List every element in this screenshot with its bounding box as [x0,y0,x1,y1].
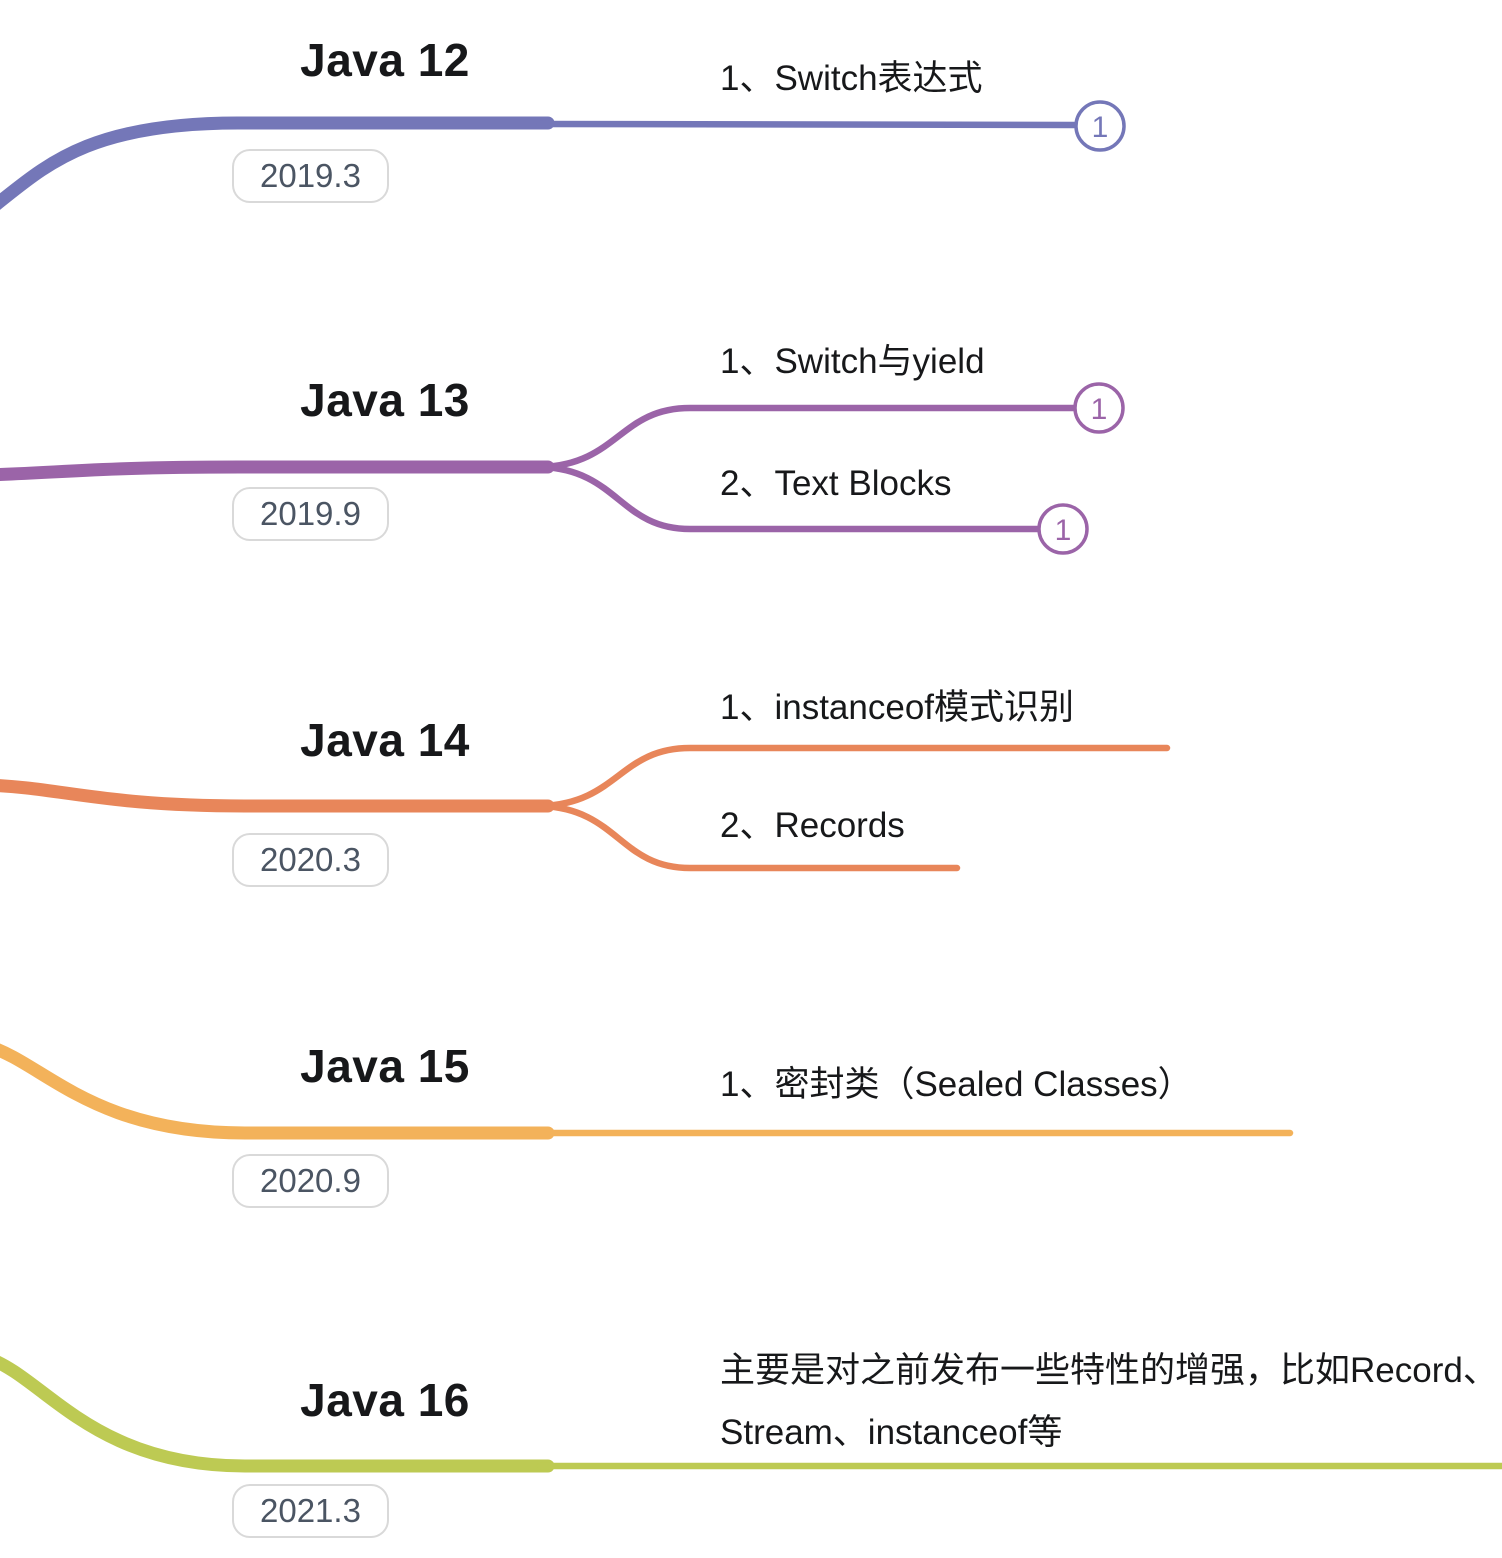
branch-main-line-java13 [0,460,555,482]
subtopic-java14-1[interactable]: 1、instanceof模式识别 [720,688,1075,727]
date-label-java12[interactable]: 2019.3 [232,149,389,203]
branch-child-line-java14-2 [538,802,961,872]
topic-title-java16[interactable]: Java 16 [300,1374,470,1426]
branch-child-line-java14-1 [538,744,1171,810]
branch-java15 [0,1043,1294,1140]
branch-main-line-java12 [0,116,555,210]
subtopic-java13-1[interactable]: 1、Switch与yield [720,342,985,381]
branch-java16 [0,1356,1502,1473]
branch-java13: 1 1 [0,382,1125,555]
branch-child-line-java13-1 [538,404,1078,471]
subtopic-java15-1[interactable]: 1、密封类（Sealed Classes） [720,1065,1193,1104]
badge-circle-java12-1[interactable] [1074,100,1126,152]
date-label-java16[interactable]: 2021.3 [232,1484,389,1538]
subtopic-java13-2[interactable]: 2、Text Blocks [720,464,952,503]
subtopic-java16-1[interactable]: 主要是对之前发布一些特性的增强，比如Record、Stream、instance… [720,1351,1498,1452]
topic-title-java15[interactable]: Java 15 [300,1040,470,1092]
badge-number-java12-1: 1 [1092,111,1109,144]
branch-main-line-java15 [0,1043,555,1140]
topic-title-java13[interactable]: Java 13 [300,374,470,426]
date-label-java14[interactable]: 2020.3 [232,833,389,887]
date-label-java15[interactable]: 2020.9 [232,1154,389,1208]
badge-number-java13-1: 1 [1091,393,1108,426]
badge-circle-java13-1[interactable] [1073,382,1125,434]
badge-number-java13-2: 1 [1055,514,1072,547]
subtopic-java14-2[interactable]: 2、Records [720,806,905,845]
branch-main-line-java14 [0,779,555,813]
branch-java14 [0,744,1171,872]
branch-child-line-java13-2 [538,463,1042,533]
branch-main-line-java16 [0,1356,555,1473]
subtopic-java12-1[interactable]: 1、Switch表达式 [720,59,983,98]
topic-title-java12[interactable]: Java 12 [300,34,470,86]
branch-child-line-java12-1 [536,120,1078,129]
branch-java12: 1 [0,100,1126,210]
date-label-java13[interactable]: 2019.9 [232,487,389,541]
topic-title-java14[interactable]: Java 14 [300,714,470,766]
badge-circle-java13-2[interactable] [1037,503,1089,555]
